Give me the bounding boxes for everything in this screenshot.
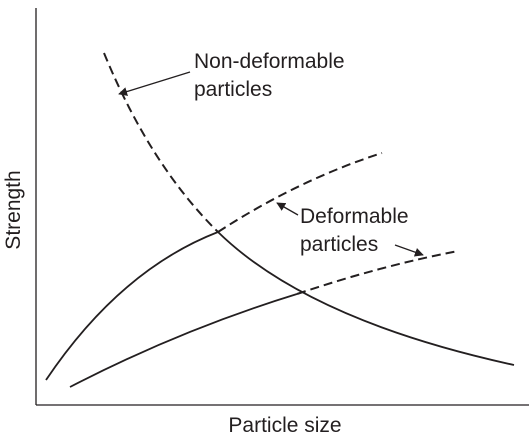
series-deformable-2-solid	[69, 293, 298, 388]
annotation-deformable-line1: Deformable	[300, 205, 409, 228]
y-axis-label: Strength	[2, 170, 25, 249]
series-deformable-2-dashed	[296, 250, 459, 295]
series-non-deformable-solid	[217, 231, 515, 366]
series-non-deformable-dashed	[103, 52, 219, 233]
annotation-deformable-arrow-upper	[276, 202, 299, 216]
series-deformable-1-dashed	[217, 152, 383, 233]
annotation-deformable-line2: particles	[300, 233, 378, 256]
annotation-non-deformable-arrow	[118, 71, 191, 96]
series-deformable-1-solid	[45, 231, 219, 381]
x-axis-label: Particle size	[228, 414, 341, 437]
annotation-non-deformable-line2: particles	[194, 78, 272, 101]
annotation-non-deformable-line1: Non-deformable	[194, 50, 345, 73]
annotation-deformable-arrow-lower	[394, 244, 424, 257]
